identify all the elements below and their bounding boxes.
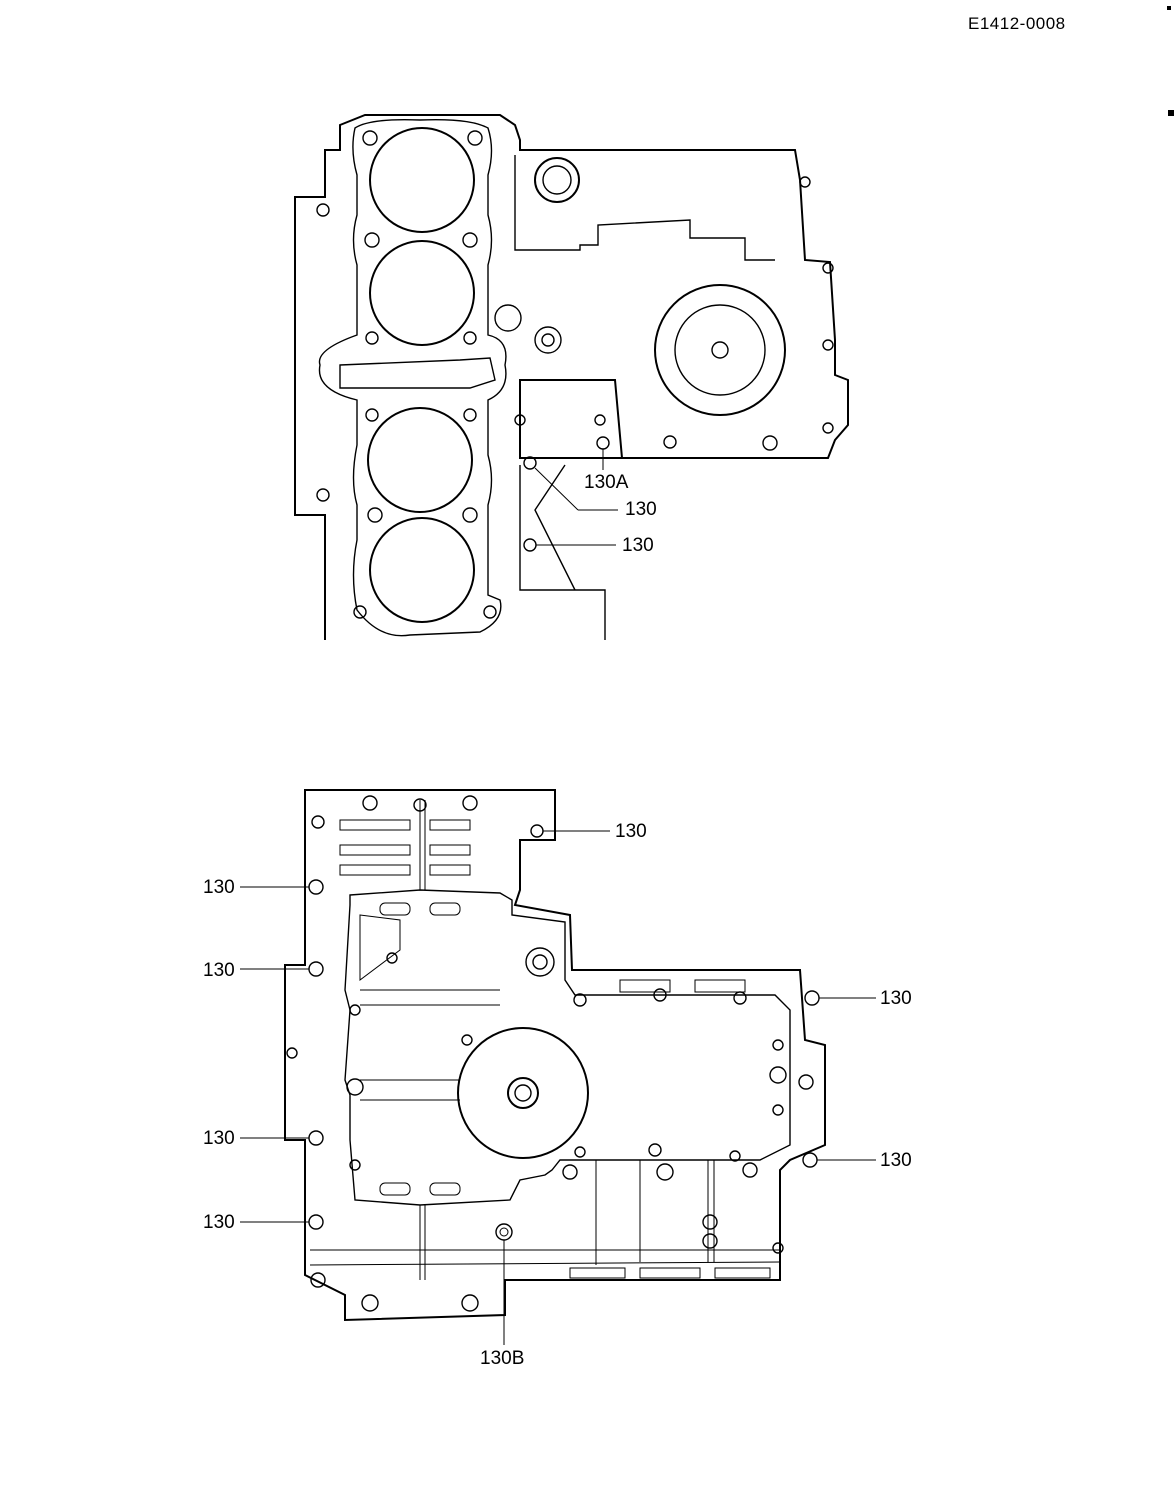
document-id: E1412-0008 bbox=[968, 14, 1066, 33]
bolt-130-upper-b bbox=[523, 538, 537, 552]
bolt-130-lower-left1 bbox=[308, 879, 324, 895]
bolt-130-upper-a bbox=[523, 456, 537, 470]
label-130B: 130B bbox=[480, 1348, 524, 1369]
upper-crankcase-view bbox=[294, 114, 849, 640]
bolt-130B bbox=[495, 1223, 513, 1241]
bolt-130-lower-left2 bbox=[308, 961, 324, 977]
corner-mark-top bbox=[1167, 6, 1171, 10]
label-130-lower-right1: 130 bbox=[880, 988, 912, 1009]
upper-bolt-holes bbox=[316, 130, 497, 619]
lower-rib-slots bbox=[339, 819, 771, 1279]
label-130-upper-b: 130 bbox=[622, 535, 654, 556]
bolt-130-lower-top bbox=[530, 824, 544, 838]
label-130-upper-a: 130 bbox=[625, 499, 657, 520]
label-130-lower-top: 130 bbox=[615, 821, 647, 842]
label-130-lower-left3: 130 bbox=[203, 1128, 235, 1149]
lower-bolt-holes bbox=[286, 795, 814, 1312]
bolt-130A bbox=[596, 436, 610, 450]
lower-crankcase-view bbox=[240, 789, 876, 1345]
label-130-lower-right2: 130 bbox=[880, 1150, 912, 1171]
bolt-130-lower-left3 bbox=[308, 1130, 324, 1146]
bolt-130-lower-right2 bbox=[802, 1152, 818, 1168]
label-130-lower-left1: 130 bbox=[203, 877, 235, 898]
bolt-130-lower-right1 bbox=[804, 990, 820, 1006]
label-130A: 130A bbox=[584, 472, 629, 493]
label-130-lower-left2: 130 bbox=[203, 960, 235, 981]
corner-mark-right bbox=[1168, 110, 1174, 116]
bolt-130-lower-left4 bbox=[308, 1214, 324, 1230]
label-130-lower-left4: 130 bbox=[203, 1212, 235, 1233]
